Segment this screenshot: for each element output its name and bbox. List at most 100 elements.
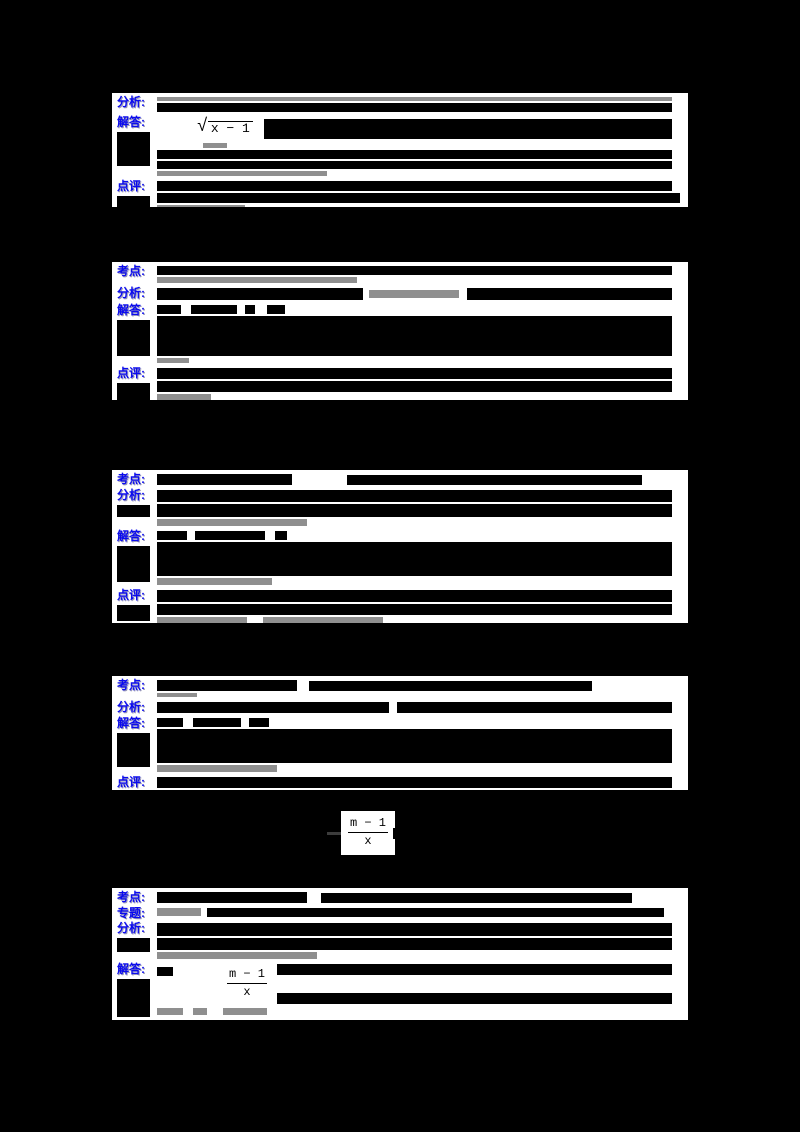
redaction-bar: [157, 368, 672, 379]
row-category: 专题:: [117, 907, 672, 920]
faded-text-fragment: [157, 908, 201, 916]
fraction-formula: m − 1 x: [341, 811, 399, 855]
redaction-block: [117, 938, 150, 952]
faded-text-fragment: [223, 1008, 267, 1015]
redaction-bar: [157, 504, 672, 517]
faded-text-fragment: [157, 394, 211, 400]
content-line: [157, 923, 672, 936]
row-topic: 考点:: [117, 473, 672, 487]
content-line: [157, 205, 672, 207]
redaction-bar: [157, 923, 672, 936]
content-line: [157, 680, 672, 691]
label-cell: 点评:: [117, 776, 157, 790]
content-line: [157, 702, 672, 713]
sqrt-radicand: x − 1: [207, 121, 253, 136]
standalone-fraction-formula: m − 1 x: [327, 811, 399, 855]
faded-text-fragment: [157, 205, 245, 207]
faded-text-fragment: [157, 765, 277, 772]
row-label: 分析:: [117, 921, 145, 935]
faded-text-fragment: [157, 617, 247, 623]
bar-stack: [277, 964, 672, 1006]
row-label: 考点:: [117, 678, 145, 692]
content-line: [157, 161, 672, 169]
label-cell: 解答:: [117, 116, 157, 178]
row-content: [157, 891, 672, 905]
redaction-bar: [157, 702, 389, 713]
redaction-bar: [157, 474, 292, 485]
row-label: 考点:: [117, 890, 145, 904]
redaction-block: [117, 383, 150, 400]
redaction-bar: [157, 181, 672, 191]
label-cell: 分析:: [117, 96, 157, 114]
label-cell: 点评:: [117, 367, 157, 400]
row-label: 专题:: [117, 906, 145, 920]
row-answer: 解答:: [117, 530, 672, 587]
row-analysis: 分析:: [117, 922, 672, 961]
redaction-bar: [277, 993, 672, 1004]
row-label: 解答:: [117, 303, 145, 317]
content-line: [277, 993, 672, 1004]
redaction-bar: [396, 702, 672, 713]
row-content: [157, 304, 672, 365]
content-line: [157, 617, 672, 623]
row-answer: 解答: √x − 1: [117, 116, 672, 178]
row-content: [157, 96, 672, 114]
row-comment: 点评:: [117, 589, 672, 623]
solution-card-1: 分析: 解答: √x − 1 点评:: [112, 93, 688, 207]
row-content: [157, 367, 672, 400]
redaction-block: [117, 605, 150, 621]
redaction-bar: [157, 288, 363, 300]
content-line: [157, 490, 672, 502]
faded-text-fragment: [203, 143, 227, 148]
row-comment: 点评:: [117, 367, 672, 400]
content-line: √x − 1: [157, 117, 672, 141]
faded-text-fragment: [157, 97, 672, 101]
redaction-bar: [157, 938, 672, 950]
row-label: 点评:: [117, 179, 145, 193]
redaction-bar: [157, 777, 672, 788]
label-cell: 解答:: [117, 963, 157, 1017]
label-cell: 点评:: [117, 589, 157, 623]
row-content: [157, 287, 672, 302]
radical-sign: √: [197, 117, 208, 137]
redaction-bar: [275, 531, 287, 540]
row-label: 解答:: [117, 529, 145, 543]
row-content: √x − 1: [157, 116, 672, 178]
fraction-numerator: m − 1: [348, 817, 389, 833]
content-line: [157, 193, 680, 203]
redaction-bar: [309, 681, 592, 691]
redaction-bar: [157, 490, 672, 502]
faded-text-fragment: [369, 290, 459, 298]
redaction-bar: [157, 531, 187, 540]
content-line: [157, 394, 672, 400]
redaction-bar: [157, 266, 672, 275]
content-line: [157, 150, 672, 159]
row-comment: 点评:: [117, 179, 680, 207]
content-line: [157, 718, 672, 727]
redaction-bar: [193, 718, 241, 727]
row-content: [157, 922, 672, 961]
faded-text-fragment: [157, 358, 189, 363]
label-cell: 考点:: [117, 265, 157, 285]
spacer: [277, 977, 281, 991]
content-line: [157, 504, 672, 517]
label-cell: 考点:: [117, 891, 157, 905]
redaction-bar: [157, 193, 680, 203]
content-line: [157, 531, 672, 540]
faded-text-fragment: [157, 693, 197, 697]
row-label: 分析:: [117, 95, 145, 109]
label-cell: 分析:: [117, 489, 157, 528]
row-content: [157, 589, 672, 623]
content-line: [157, 938, 672, 950]
solution-card-2: 考点:分析:解答:点评:: [112, 262, 688, 400]
row-topic: 考点:: [117, 679, 672, 699]
content-line: [157, 277, 672, 283]
content-line: [157, 266, 672, 275]
content-line: [157, 171, 672, 176]
row-label: 解答:: [117, 115, 145, 129]
redaction-notch: [393, 828, 399, 839]
content-line: [157, 578, 672, 585]
redaction-bar: [157, 604, 672, 615]
faded-text-fragment: [157, 952, 317, 959]
